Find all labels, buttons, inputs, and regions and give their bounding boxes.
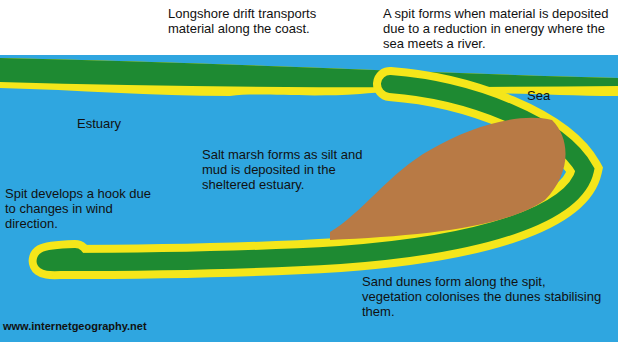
coast-land [0,58,618,87]
process-note: Longshore drift transports material alon… [168,6,358,36]
sea-water [0,55,618,342]
source-watermark: www.internetgeography.net [3,320,203,333]
sea-label: Sea [527,88,587,103]
hook-note: Spit develops a hook due to changes in w… [5,186,165,231]
formation-note: A spit forms when material is deposited … [383,6,613,51]
coast-beach [0,58,618,96]
spit-beach [46,84,585,262]
estuary-label: Estuary [77,116,157,131]
sand-dunes-note: Sand dunes form along the spit, vegetati… [362,274,602,319]
salt-marsh-note: Salt marsh forms as silt and mud is depo… [202,147,367,192]
spit-dunes [46,84,585,262]
salt-marsh [330,118,566,240]
